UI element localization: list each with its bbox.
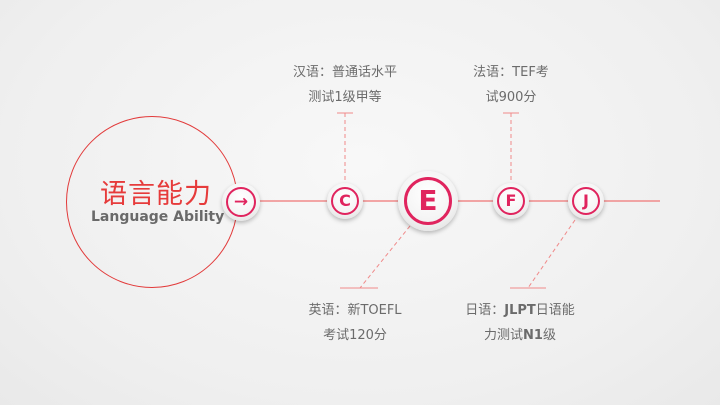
label-japanese-line2-suffix: 级 bbox=[542, 328, 556, 343]
label-french-line2: 试900分 bbox=[485, 90, 537, 105]
connector-english bbox=[359, 225, 411, 289]
node-e-ring bbox=[404, 177, 452, 225]
label-japanese-line1-suffix: 日语能 bbox=[535, 303, 575, 318]
arrow-node-ring bbox=[226, 187, 256, 217]
title-chinese: 语言能力 bbox=[100, 179, 212, 210]
label-french: 法语：TEF考 试900分 bbox=[456, 60, 566, 110]
node-j[interactable]: J bbox=[568, 183, 604, 219]
arrow-right-icon: → bbox=[233, 191, 249, 212]
node-c-letter: C bbox=[339, 191, 351, 210]
label-japanese-n1: N1 bbox=[523, 328, 543, 343]
node-j-ring bbox=[572, 187, 600, 215]
label-chinese-line1: 汉语：普通话水平 bbox=[292, 65, 397, 80]
node-f-letter: F bbox=[505, 191, 517, 210]
label-japanese-line1: 日语：JLPT日语能 bbox=[455, 298, 585, 323]
connector-japanese bbox=[527, 219, 576, 289]
node-j-letter: J bbox=[583, 191, 589, 210]
label-english-line1: 英语：新TOEFL bbox=[308, 303, 402, 318]
node-f-ring bbox=[497, 187, 525, 215]
label-japanese: 日语：JLPT日语能 力测试N1级 bbox=[455, 298, 585, 348]
label-english-line2: 考试120分 bbox=[323, 328, 387, 343]
node-f[interactable]: F bbox=[493, 183, 529, 219]
label-japanese-line2: 力测试N1级 bbox=[455, 323, 585, 348]
label-japanese-line2-prefix: 力测试 bbox=[484, 328, 524, 343]
arrow-node[interactable]: → bbox=[222, 183, 260, 221]
node-e-letter: E bbox=[418, 184, 438, 217]
label-chinese: 汉语：普通话水平 测试1级甲等 bbox=[272, 60, 418, 110]
label-chinese-line2: 测试1级甲等 bbox=[308, 90, 382, 105]
label-french-line1: 法语：TEF考 bbox=[473, 65, 549, 80]
title-english: Language Ability bbox=[91, 209, 225, 225]
label-japanese-line1-prefix: 日语： bbox=[465, 303, 505, 318]
node-e[interactable]: E bbox=[398, 171, 458, 231]
node-c-ring bbox=[331, 187, 359, 215]
label-english: 英语：新TOEFL 考试120分 bbox=[290, 298, 420, 348]
label-japanese-jlpt: JLPT bbox=[504, 303, 536, 318]
node-c[interactable]: C bbox=[327, 183, 363, 219]
